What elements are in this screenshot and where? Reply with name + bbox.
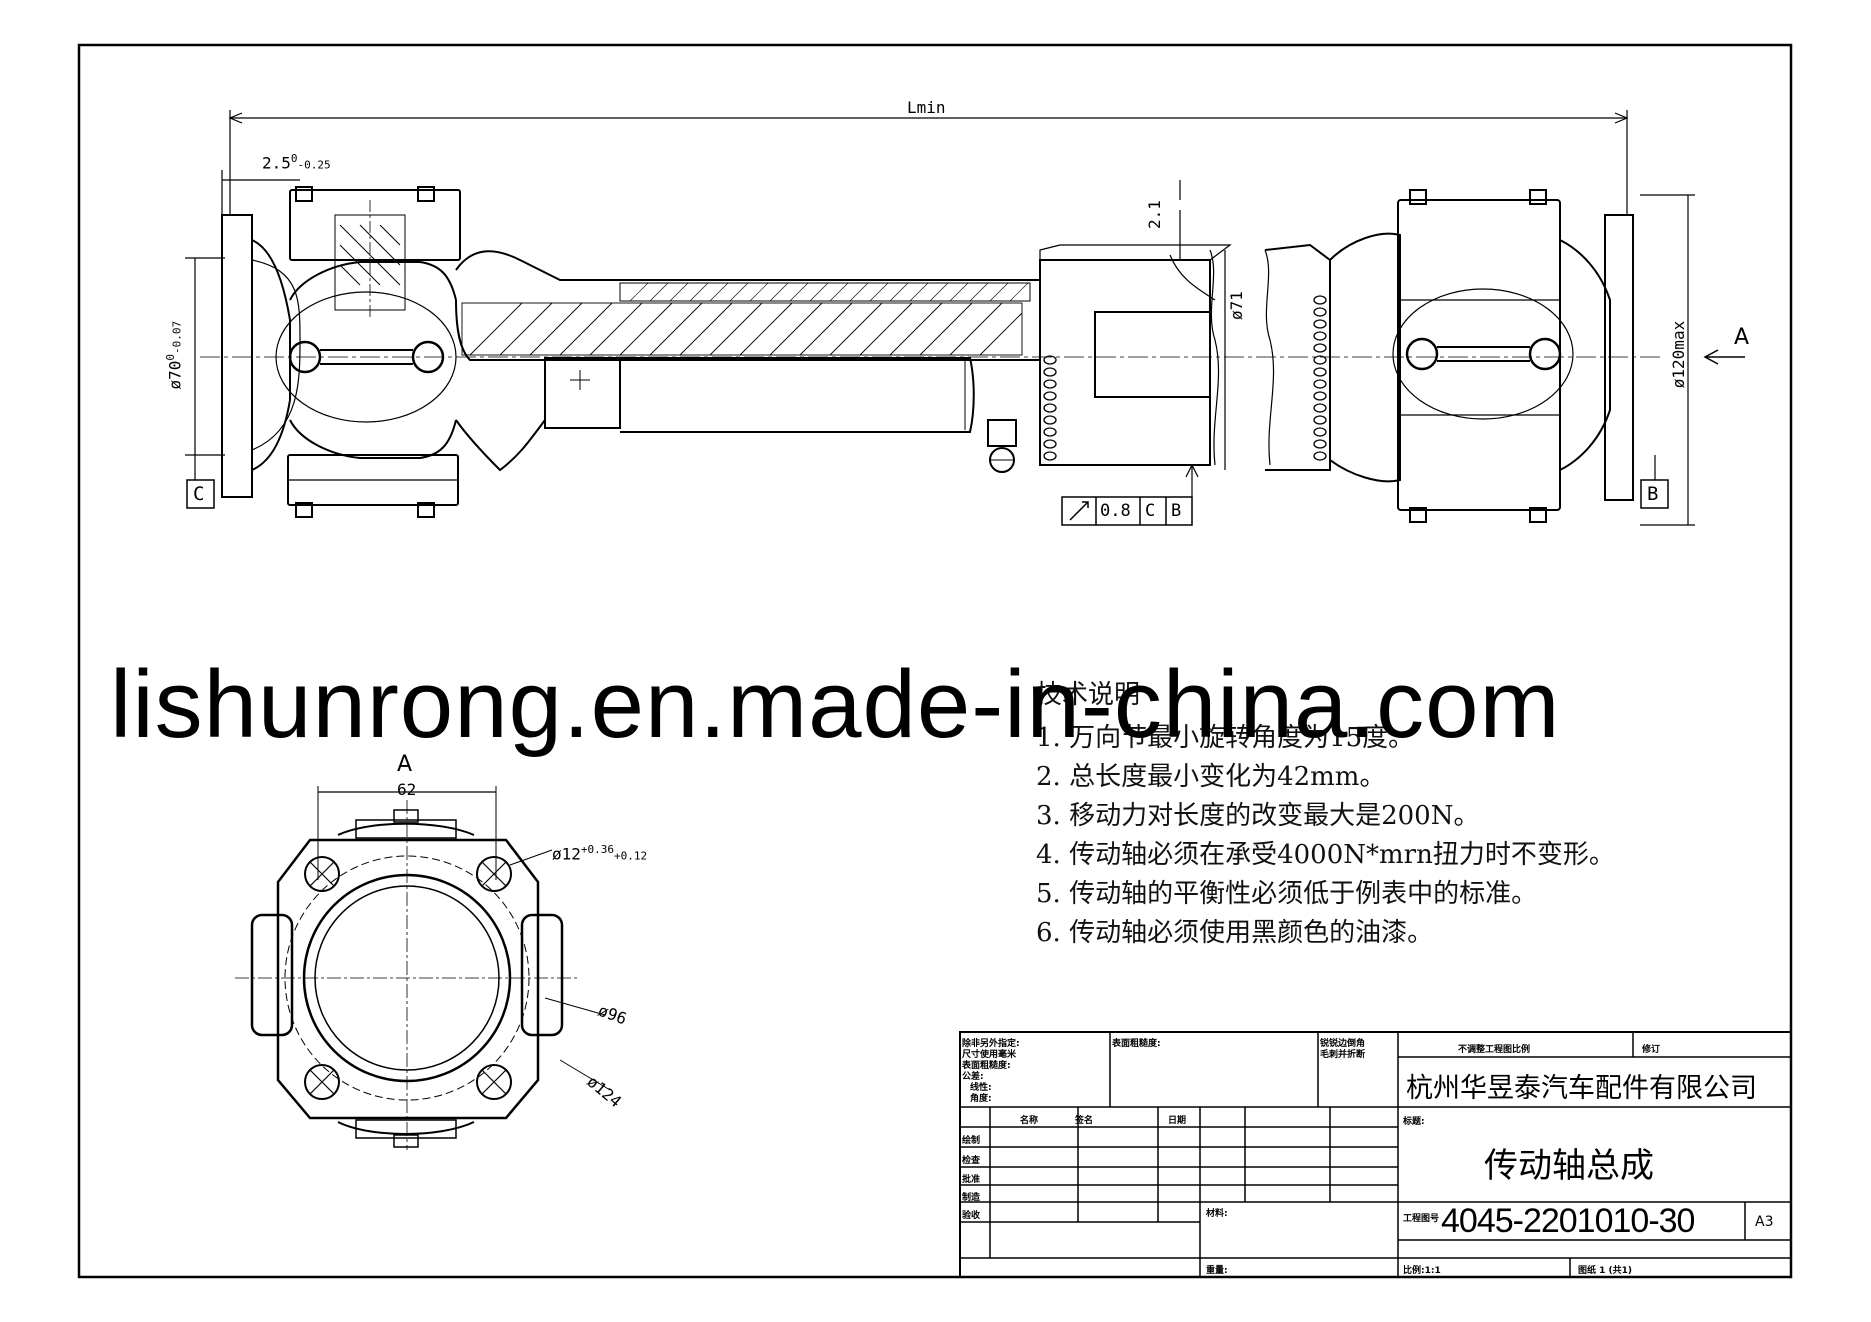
end-view-a: [235, 786, 611, 1150]
tb-role: 绘制: [962, 1136, 981, 1146]
tb-title: 传动轴总成: [1484, 1146, 1654, 1186]
tb-surface-label: 表面粗糙度:: [1112, 1039, 1161, 1049]
tb-role: 批准: [962, 1175, 981, 1185]
dim-offset-tol-lower: -0.25: [297, 158, 331, 172]
tb-role: 验收: [962, 1211, 981, 1221]
runout-ref-c: C: [1145, 501, 1156, 521]
technical-notes-title: 技术说明: [1036, 680, 1141, 710]
view-a-hole-tol-upper: +0.36: [580, 843, 615, 856]
tb-header-name: 名称: [1020, 1116, 1039, 1126]
dim-tube-dia: ø71: [1226, 291, 1246, 320]
view-a-hole-dia-value: ø12: [552, 844, 581, 864]
tb-weight-label: 重量:: [1206, 1266, 1228, 1276]
tb-tol-line: 公差:: [962, 1072, 984, 1082]
tb-no-scale: 不调整工程图比例: [1458, 1045, 1531, 1055]
tb-edge-line: 毛刺并折断: [1320, 1050, 1366, 1060]
dim-flange-dia: ø700-0.07: [164, 321, 184, 390]
tb-drawing-no: 4045-2201010-30: [1441, 1202, 1695, 1240]
runout-value: 0.8: [1100, 501, 1131, 521]
title-block: [959, 1031, 1792, 1278]
tb-tol-line: 角度:: [970, 1094, 992, 1104]
datum-c: C: [193, 483, 205, 505]
view-a-title: A: [397, 752, 413, 777]
tb-tol-line: 线性:: [970, 1083, 992, 1093]
tb-tol-line: 除非另外指定:: [962, 1039, 1020, 1049]
tb-revision: 修订: [1642, 1045, 1661, 1055]
technical-note-item: 6. 传动轴必须使用黑颜色的油漆。: [1036, 918, 1434, 948]
technical-notes: 技术说明 1. 万向节最小旋转角度为15度。 2. 总长度最小变化为42mm。 …: [1036, 676, 1615, 953]
dim-clearance: 2.1: [1144, 200, 1164, 229]
tb-title-label: 标题:: [1403, 1117, 1425, 1127]
view-a-hole-tol-lower: +0.12: [614, 849, 648, 863]
technical-note-item: 3. 移动力对长度的改变最大是200N。: [1036, 801, 1480, 831]
dim-max-dia: ø120max: [1669, 320, 1689, 389]
tb-material-label: 材料:: [1206, 1209, 1228, 1219]
tb-header-sign: 签名: [1075, 1116, 1094, 1126]
dim-flange-dia-value: ø70: [165, 360, 185, 390]
tb-tol-line: 表面粗糙度:: [962, 1061, 1011, 1071]
tb-size: A3: [1755, 1214, 1774, 1230]
tb-sheet: 图纸 1 (共1): [1578, 1266, 1633, 1276]
tb-edge-line: 锐锐边倒角: [1320, 1039, 1366, 1049]
shaft-assembly-view: [185, 110, 1745, 526]
tb-tol-line: 尺寸使用毫米: [962, 1050, 1017, 1060]
tb-company: 杭州华昱泰汽车配件有限公司: [1406, 1073, 1757, 1104]
technical-note-item: 1. 万向节最小旋转角度为15度。: [1036, 723, 1415, 753]
dim-lmin: Lmin: [907, 98, 946, 117]
tb-drawing-no-label: 工程图号: [1403, 1214, 1440, 1224]
datum-b: B: [1647, 483, 1659, 505]
technical-note-item: 2. 总长度最小变化为42mm。: [1036, 762, 1386, 792]
view-a-arrow-label: A: [1734, 325, 1750, 350]
tb-role: 制造: [962, 1193, 981, 1203]
view-a-hole-dia: ø12+0.36+0.12: [552, 843, 647, 863]
dim-offset: 2.50-0.25: [262, 152, 331, 172]
tb-header-date: 日期: [1168, 1116, 1187, 1126]
drawing-border: [77, 43, 1793, 1279]
tb-role: 检查: [962, 1156, 981, 1166]
tb-scale: 比例:1:1: [1403, 1266, 1441, 1276]
dim-offset-tol-upper: 0: [290, 152, 298, 165]
view-a-width: 62: [397, 780, 417, 799]
dim-flange-tol-upper: 0: [164, 353, 178, 361]
technical-note-item: 5. 传动轴的平衡性必须低于例表中的标准。: [1036, 879, 1538, 909]
watermark-text: lishunrong.en.made-in-china.com: [110, 651, 1561, 758]
technical-note-item: 4. 传动轴必须在承受4000N*mrn扭力时不变形。: [1036, 840, 1615, 870]
dim-offset-value: 2.5: [262, 153, 291, 173]
runout-ref-b: B: [1171, 501, 1182, 521]
dim-flange-tol-lower: -0.07: [170, 320, 184, 354]
